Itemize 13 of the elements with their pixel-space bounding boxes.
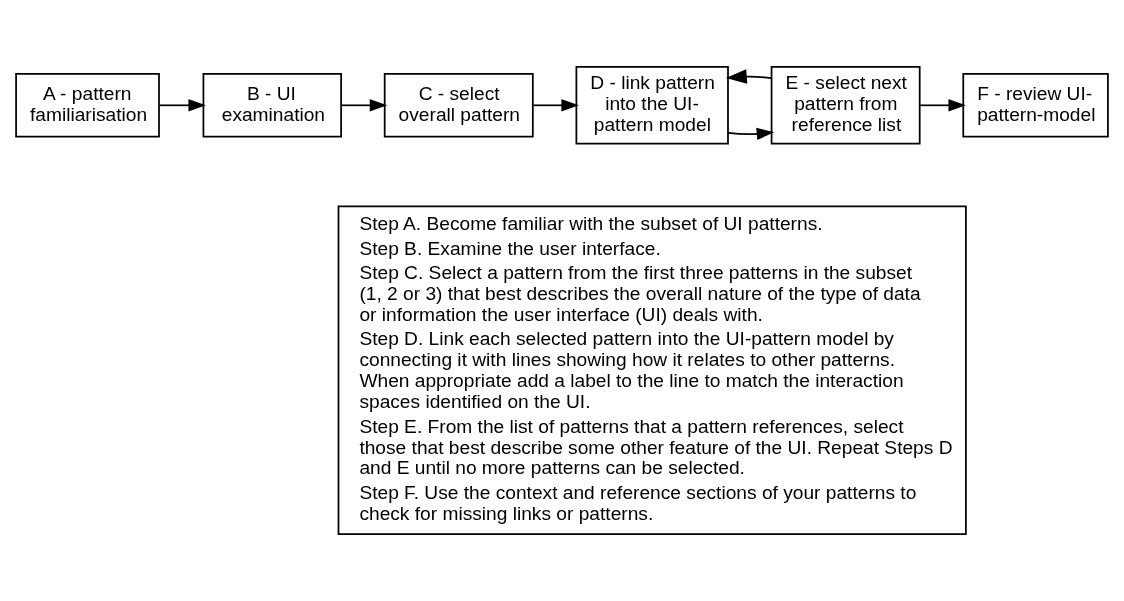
arrow <box>532 99 579 112</box>
arrow <box>918 99 966 112</box>
node-box: E - select next pattern from reference list <box>770 66 921 145</box>
arrow <box>727 127 775 140</box>
arrow <box>158 99 206 112</box>
node-box: D - link pattern into the UI-pattern model <box>575 66 729 145</box>
node-box: C - select overall pattern <box>383 73 534 138</box>
node-box: Step A. Become familiar with the subset of UI patterns. Step B. Examine the user interface. Step C. Select a pattern from the first three patterns in the subset (1, 2 or 3) that best describes the overall nature of the type of data or information the user interface (UI) deals with. Step D. Link each selected pattern into the UI-pattern model by connecting it with lines showing how it relates to other patterns. When appropriate add a label to the line to match the interaction spaces identified on the UI. Step E. From the list of patterns that a pattern references, select those that best describe some other feature of the UI. Repeat Steps D and E until no more patterns can be selected. Step F. Use the context and reference sections of your patterns to check for missing links or patterns. <box>337 205 967 535</box>
arrow <box>340 99 388 112</box>
node-box: F - review UI-pattern-model <box>962 73 1109 138</box>
node-box: A - pattern familiarisation <box>15 73 160 138</box>
node-box: B - UI examination <box>202 73 342 138</box>
arrow <box>725 69 773 84</box>
